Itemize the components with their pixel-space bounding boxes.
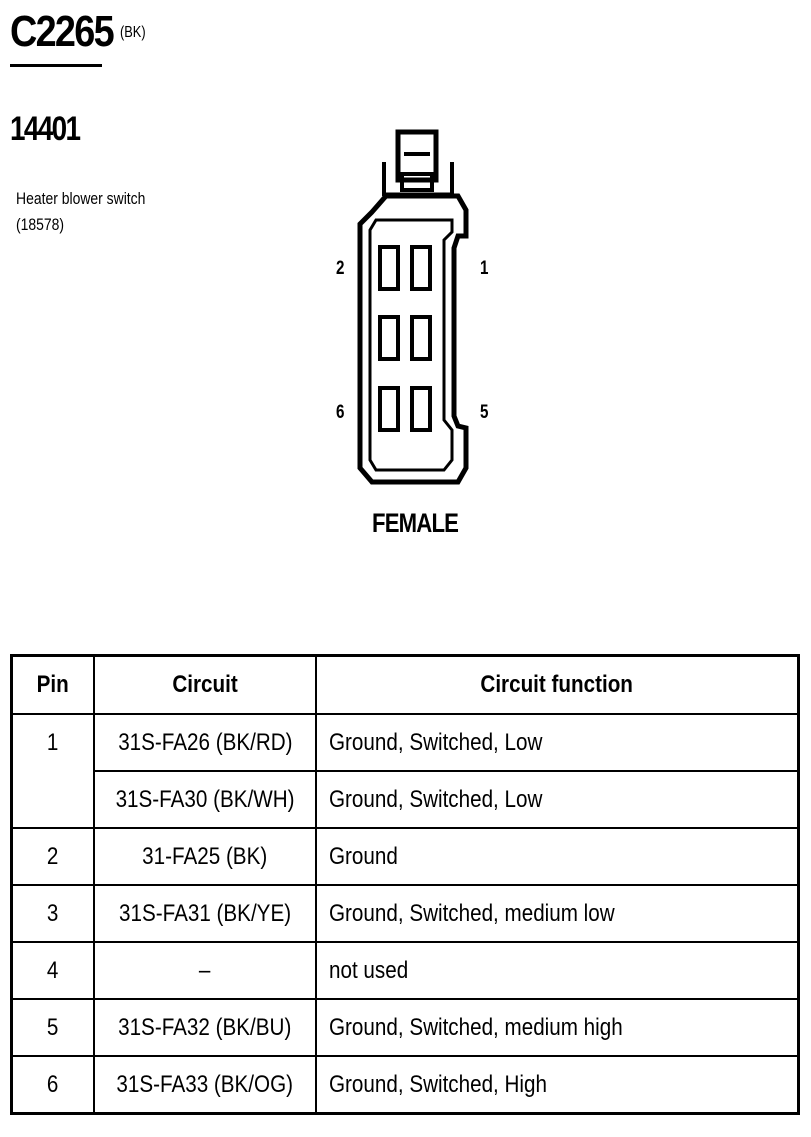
- table-row: 5 31S-FA32 (BK/BU) Ground, Switched, med…: [10, 998, 800, 1057]
- header-circuit-function: Circuit function: [315, 654, 800, 715]
- pin-cell: 6: [10, 1055, 95, 1115]
- pin-cell: 5: [10, 998, 95, 1057]
- function-cell: Ground, Switched, High: [315, 1055, 800, 1115]
- pin-label-2: 2: [336, 258, 345, 279]
- cavity-pin-2: [378, 245, 400, 291]
- connector-color-code: (BK): [120, 24, 146, 41]
- circuit-cell: 31S-FA32 (BK/BU): [92, 998, 318, 1057]
- connector-inner-outline: [368, 218, 454, 472]
- function-cell: Ground: [315, 827, 800, 886]
- connector-outline: [357, 129, 469, 485]
- connector-face-diagram: 2 1 6 5: [320, 120, 520, 500]
- cavity-pin-5: [410, 386, 432, 432]
- pin-cavities: [378, 245, 432, 432]
- circuit-cell: 31-FA25 (BK): [92, 827, 318, 886]
- pin-table: Pin Circuit Circuit function 1 31S-FA26 …: [10, 654, 800, 1115]
- connector-housing: [357, 193, 469, 485]
- cavity-pin-6: [378, 386, 400, 432]
- connector-gender: FEMALE: [372, 508, 459, 538]
- pin-cell: 1: [10, 713, 95, 829]
- cavity-pin-4: [378, 315, 400, 361]
- table-row: 1 31S-FA26 (BK/RD) Ground, Switched, Low: [10, 713, 800, 829]
- header-pin: Pin: [10, 654, 95, 715]
- table-row: 2 31-FA25 (BK) Ground: [10, 827, 800, 886]
- cavity-pin-3: [410, 315, 432, 361]
- pin-label-6: 6: [336, 402, 345, 423]
- function-cell: Ground, Switched, Low: [315, 770, 800, 829]
- function-cell: Ground, Switched, medium high: [315, 998, 800, 1057]
- circuit-cell: 31S-FA31 (BK/YE): [92, 884, 318, 943]
- circuit-cell: 31S-FA30 (BK/WH): [92, 770, 318, 829]
- pin-label-5: 5: [480, 402, 489, 423]
- table-header-row: Pin Circuit Circuit function: [10, 654, 800, 715]
- connector-id: C2265: [10, 7, 115, 56]
- circuit-cell: 31S-FA33 (BK/OG): [92, 1055, 318, 1115]
- table-row: 31S-FA30 (BK/WH) Ground, Switched, Low: [12, 770, 800, 829]
- circuit-cell: 31S-FA26 (BK/RD): [92, 713, 318, 772]
- function-cell: Ground, Switched, medium low: [315, 884, 800, 943]
- header-circuit: Circuit: [92, 654, 318, 715]
- table-row: 6 31S-FA33 (BK/OG) Ground, Switched, Hig…: [10, 1055, 800, 1115]
- circuit-cell: –: [92, 941, 318, 1000]
- title-underline: [10, 64, 102, 67]
- locking-tab: [382, 129, 454, 196]
- pin-cell: 2: [10, 827, 95, 886]
- function-cell: Ground, Switched, Low: [315, 713, 800, 772]
- table-row: 3 31S-FA31 (BK/YE) Ground, Switched, med…: [10, 884, 800, 943]
- function-cell: not used: [315, 941, 800, 1000]
- part-number: 14401: [10, 110, 81, 148]
- cavity-pin-1: [410, 245, 432, 291]
- pin-cell: 3: [10, 884, 95, 943]
- pin-cell: 4: [10, 941, 95, 1000]
- table-row: 4 – not used: [10, 941, 800, 1000]
- component-name: Heater blower switch (18578): [16, 189, 146, 234]
- pin-label-1: 1: [480, 258, 489, 279]
